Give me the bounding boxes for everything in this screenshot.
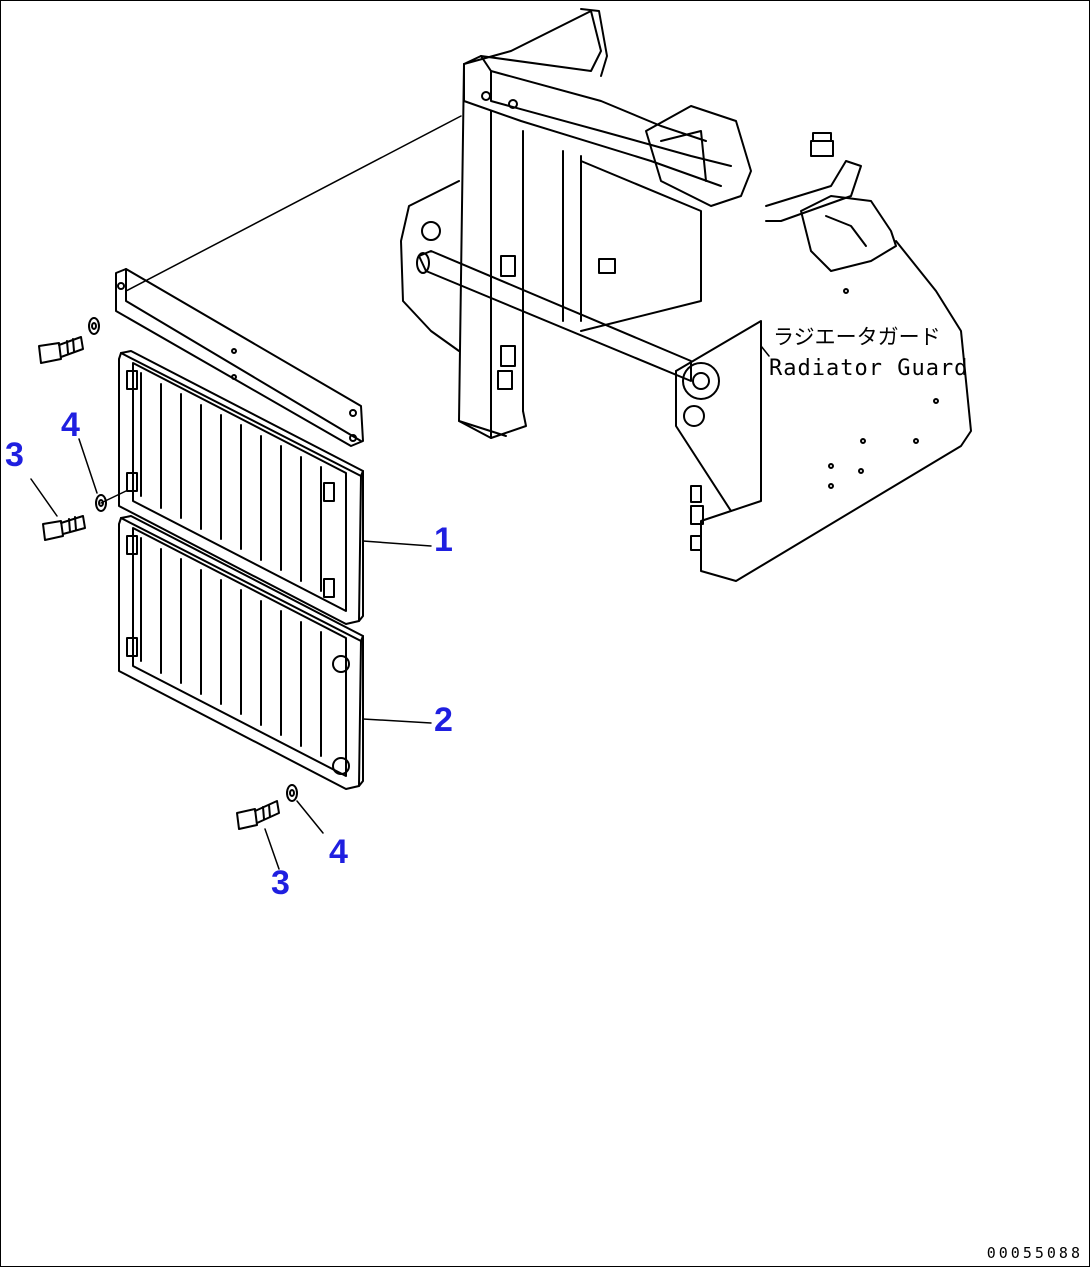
- callout-4-bottom: 4: [329, 833, 348, 871]
- washer-left: [95, 494, 107, 512]
- washer-bottom: [286, 784, 298, 802]
- bolt-upper: [38, 336, 84, 364]
- callout-2: 2: [434, 701, 453, 739]
- assembly-label-ja: ラジエータガード: [773, 325, 941, 349]
- callout-3-bottom: 3: [271, 864, 290, 902]
- callout-3-left: 3: [5, 436, 24, 474]
- louver-grille-1: [118, 350, 364, 625]
- bolt-bottom: [236, 800, 280, 830]
- callout-4-left: 4: [61, 406, 80, 444]
- leader-lines: [30, 345, 770, 870]
- assembly-label-en: Radiator Guard: [769, 356, 968, 381]
- alignment-line: [125, 115, 462, 292]
- callout-1: 1: [434, 521, 453, 559]
- document-number: 00055088: [986, 1244, 1083, 1262]
- louver-grille-2: [118, 515, 364, 790]
- radiator-guard-assembly: [400, 8, 972, 582]
- spacer-plate: [115, 268, 364, 447]
- bolt-left: [42, 515, 86, 541]
- washer-upper: [88, 317, 100, 335]
